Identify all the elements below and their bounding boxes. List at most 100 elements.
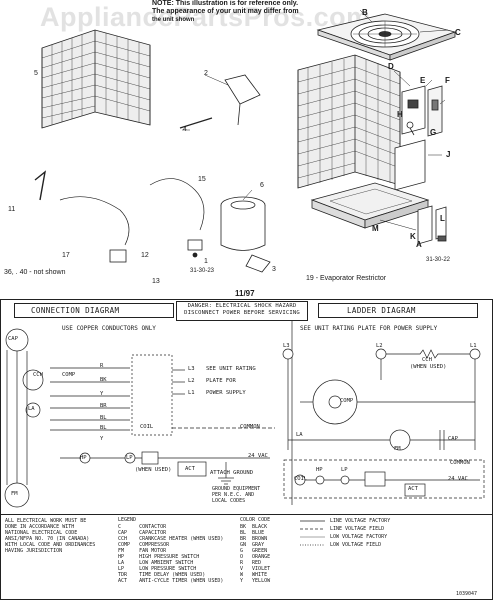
wire-color-5: BL: [100, 415, 107, 421]
legend-title: LEGEND: [118, 517, 137, 523]
callout-h: H: [397, 110, 403, 119]
callout-17: 17: [62, 252, 70, 259]
callout-6: 6: [260, 182, 264, 189]
control-box-parts: [394, 85, 443, 191]
ladder-cch: CCH: [422, 357, 432, 363]
rating-note-1: SEE UNIT RATING: [206, 366, 256, 372]
lp-label: LP: [126, 455, 133, 461]
ladder-coil: COIL: [294, 476, 308, 482]
legend-item: FM FAN MOTOR: [118, 548, 167, 554]
callout-leaders: [182, 9, 449, 231]
danger-warning: DANGER: ELECTRICAL SHOCK HAZARD DISCONNE…: [176, 301, 308, 321]
callout-1: 1: [204, 258, 208, 265]
ladder-lp: LP: [341, 467, 348, 473]
legend-item: CCH CRANKCASE HEATER (WHEN USED): [118, 536, 224, 542]
terminal-l3: L3: [188, 366, 195, 372]
callout-c: C: [455, 28, 461, 37]
line-type-legend: LINE VOLTAGE FACTORY LINE VOLTAGE FIELD …: [330, 518, 390, 550]
illustration-note: NOTE: This illustration is for reference…: [152, 0, 332, 24]
callout-11: 11: [8, 206, 16, 213]
coil-label: COIL: [140, 424, 154, 430]
top-grill-assembly: [316, 13, 457, 61]
ladder-l2: L2: [376, 343, 383, 349]
color-code-item: R RED: [240, 560, 262, 566]
callout-5: 5: [34, 70, 38, 77]
callout-k: K: [410, 232, 416, 241]
ladder-diagram-title: LADDER DIAGRAM: [318, 303, 478, 318]
color-code-item: W WHITE: [240, 572, 268, 578]
vac-label: 24 VAC: [248, 453, 268, 459]
internal-components: [34, 74, 271, 273]
wire-color-4: BR: [100, 403, 107, 409]
callout-12: 12: [141, 252, 149, 259]
footnote-not-shown: 36, . 40 - not shown: [4, 269, 66, 276]
line-type-item: LOW VOLTAGE FACTORY: [330, 534, 388, 540]
cch-label: CCH: [33, 372, 43, 378]
callout-m: M: [372, 224, 379, 233]
color-code-item: BK BLACK: [240, 524, 268, 530]
danger-line-2: DISCONNECT POWER BEFORE SERVICING: [184, 310, 300, 316]
wire-color-1: R: [100, 363, 104, 369]
callout-b: B: [362, 8, 368, 17]
note-line-1: NOTE: This illustration is for reference…: [152, 0, 299, 7]
base-pan: [310, 182, 430, 229]
document-part-number: 1039047: [456, 591, 478, 597]
color-code-item: BL BLUE: [240, 530, 265, 536]
connection-diagram-title: CONNECTION DIAGRAM: [14, 303, 174, 318]
color-code-item: BR BROWN: [240, 536, 268, 542]
ladder-common: COMMON: [450, 460, 470, 466]
line-type-item: LINE VOLTAGE FACTORY: [330, 518, 391, 524]
act-label: ACT: [185, 466, 195, 472]
figure-code-1: 31-30-23: [190, 268, 215, 274]
legend-item: COMP COMPRESSOR: [118, 542, 170, 548]
legend-list: C CONTACTOR CAP CAPACITOR CCH CRANKCASE …: [118, 524, 223, 584]
fm-label: FM: [11, 491, 18, 497]
callout-l: L: [440, 214, 445, 223]
connection-diagram-label: CONNECTION DIAGRAM: [31, 306, 120, 315]
legend-item: LP LOW PRESSURE SWITCH: [118, 566, 197, 572]
color-code-item: G GREEN: [240, 548, 268, 554]
callout-a: A: [416, 240, 422, 249]
legend-item: TDR TIME DELAY (WHEN USED): [118, 572, 206, 578]
revision-date: 11/97: [235, 289, 255, 298]
legend-item: HP HIGH PRESSURE SWITCH: [118, 554, 200, 560]
wire-color-7: Y: [100, 436, 104, 442]
electrical-code-note: ALL ELECTRICAL WORK MUST BE DONE IN ACCO…: [5, 518, 96, 554]
ladder-la: LA: [296, 432, 303, 438]
ladder-vac: 24 VAC: [448, 476, 468, 482]
ladder-when-used: (WHEN USED): [410, 364, 447, 370]
callout-13: 13: [152, 278, 160, 285]
wire-color-6: BL: [100, 425, 107, 431]
attach-ground-label: ATTACH GROUND: [210, 470, 254, 476]
access-panels: [417, 205, 447, 245]
ladder-l1: L1: [470, 343, 477, 349]
rating-note-3: POWER SUPPLY: [206, 390, 246, 396]
ladder-cap: CAP: [448, 436, 458, 442]
watermark: AppliancePartsPros.com: [40, 2, 371, 32]
rating-note-2: PLATE FOR: [206, 378, 236, 384]
use-copper-conductors: USE COPPER CONDUCTORS ONLY: [62, 325, 156, 332]
ladder-fm: FM: [394, 446, 401, 452]
callout-f: F: [445, 76, 450, 85]
see-rating-plate: SEE UNIT RATING PLATE FOR POWER SUPPLY: [300, 325, 438, 332]
figure-code-2: 31-30-22: [426, 257, 451, 263]
callout-j: J: [446, 150, 451, 159]
legend-item: CAP CAPACITOR: [118, 530, 167, 536]
when-used-label: (WHEN USED): [135, 467, 172, 473]
color-code-item: GN GRAY: [240, 542, 265, 548]
ladder-act: ACT: [408, 486, 418, 492]
callout-4: 4: [183, 126, 187, 133]
color-code-title: COLOR CODE: [240, 517, 271, 523]
color-code-item: Y YELLOW: [240, 578, 271, 584]
legend-item: LA LOW AMBIENT SWITCH: [118, 560, 194, 566]
ladder-diagram-label: LADDER DIAGRAM: [347, 306, 416, 315]
la-label: LA: [28, 406, 35, 412]
color-code-list: BK BLACK BL BLUE BR BROWN GN GRAY G GREE…: [240, 524, 270, 584]
color-code-item: O ORANGE: [240, 554, 271, 560]
callout-3: 3: [272, 266, 276, 273]
callout-15: 15: [198, 176, 206, 183]
ladder-comp: COMP: [340, 398, 354, 404]
terminal-l1: L1: [188, 390, 195, 396]
